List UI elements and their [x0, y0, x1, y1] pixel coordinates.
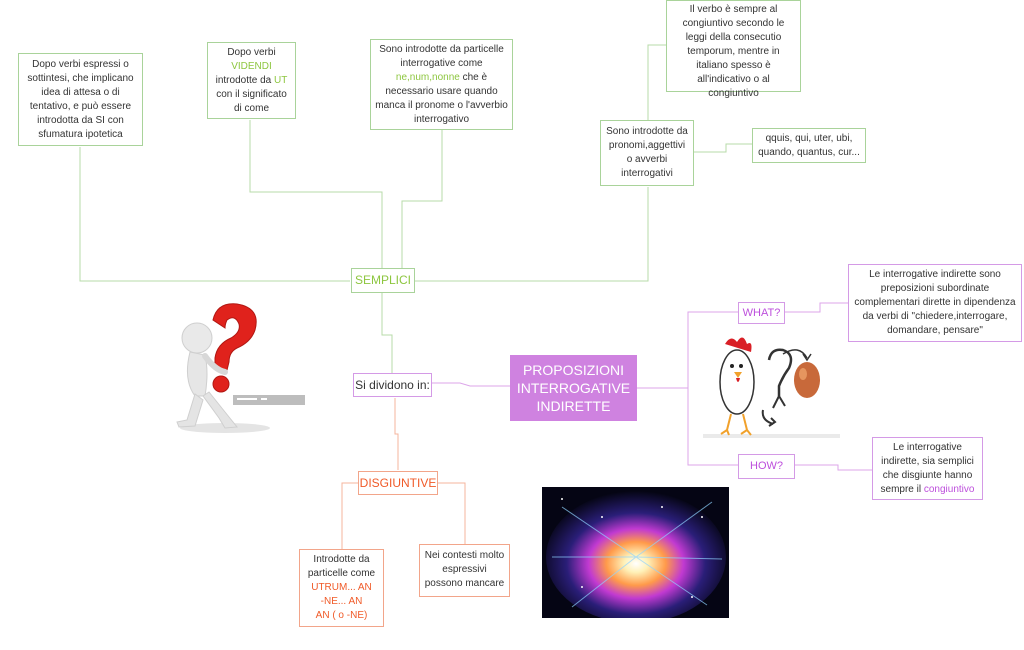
- what-node[interactable]: WHAT?: [738, 302, 785, 324]
- box-how-def-pre: Le interrogative indirette, sia semplici…: [880, 442, 974, 495]
- central-line-2: INTERROGATIVE: [516, 380, 631, 396]
- box-videndi-hl2: UT: [274, 75, 288, 86]
- box-videndi-pre: Dopo verbi: [227, 47, 276, 58]
- chicken-egg-image: [703, 337, 840, 438]
- box-what-def-text: Le interrogative indirette sono preposiz…: [854, 269, 1016, 336]
- how-label: HOW?: [750, 460, 783, 472]
- box-particelle[interactable]: Sono introdotte da particelle interrogat…: [370, 39, 513, 130]
- semplici-node[interactable]: SEMPLICI: [351, 268, 415, 293]
- box-contesti-text: Nei contesti molto espressivi possono ma…: [424, 550, 505, 589]
- box-dopo-verbi-espressi-text: Dopo verbi espressi o sottintesi, che im…: [27, 59, 134, 140]
- disgiuntive-label: DISGIUNTIVE: [359, 476, 437, 490]
- box-consecutio[interactable]: Il verbo è sempre al congiuntivo secondo…: [666, 0, 801, 99]
- box-particelle-pre: Sono introdotte da particelle interrogat…: [379, 44, 504, 69]
- disgiuntive-node[interactable]: DISGIUNTIVE: [358, 471, 438, 495]
- box-particelle-post: che è necessario usare quando manca il p…: [375, 72, 508, 125]
- si-dividono-node[interactable]: Si dividono in:: [353, 373, 432, 397]
- what-label: WHAT?: [742, 307, 781, 319]
- si-dividono-label: Si dividono in:: [355, 378, 430, 392]
- box-consecutio-text: Il verbo è sempre al congiuntivo secondo…: [682, 4, 785, 99]
- box-videndi-post: con il significato di come: [216, 89, 287, 114]
- box-contesti[interactable]: Nei contesti molto espressivi possono ma…: [419, 544, 510, 597]
- semplici-label: SEMPLICI: [354, 273, 411, 287]
- box-what-def[interactable]: Le interrogative indirette sono preposiz…: [848, 264, 1022, 342]
- question-man-image: [176, 303, 305, 433]
- box-utrum-pre: Introdotte da particelle come: [307, 554, 376, 579]
- central-topic[interactable]: PROPOSIZIONI INTERROGATIVE INDIRETTE: [510, 355, 637, 421]
- box-pronomi[interactable]: Sono introdotte da pronomi,aggettivi o a…: [600, 120, 694, 186]
- box-how-def-hl: congiuntivo: [923, 484, 975, 495]
- box-videndi-hl1: VIDENDI: [231, 61, 272, 72]
- box-quis-text: qquis, qui, uter, ubi, quando, quantus, …: [758, 133, 860, 158]
- box-utrum-l3: AN ( o -NE): [315, 610, 368, 621]
- box-utrum-l2: -NE... AN: [320, 596, 363, 607]
- box-pronomi-text: Sono introdotte da pronomi,aggettivi o a…: [606, 126, 688, 179]
- box-videndi-mid: introdotte da: [215, 75, 272, 86]
- box-how-def[interactable]: Le interrogative indirette, sia semplici…: [872, 437, 983, 500]
- how-node[interactable]: HOW?: [738, 454, 795, 479]
- box-particelle-hl: ne,num,nonne: [395, 72, 460, 83]
- box-utrum-l1: UTRUM... AN: [311, 582, 372, 593]
- galaxy-image: [542, 487, 729, 618]
- box-utrum[interactable]: Introdotte da particelle come UTRUM... A…: [299, 549, 384, 627]
- box-quis[interactable]: qquis, qui, uter, ubi, quando, quantus, …: [752, 128, 866, 163]
- box-dopo-verbi-espressi[interactable]: Dopo verbi espressi o sottintesi, che im…: [18, 53, 143, 146]
- central-line-1: PROPOSIZIONI: [522, 362, 625, 378]
- box-videndi[interactable]: Dopo verbi VIDENDI introdotte da UT con …: [207, 42, 296, 119]
- central-line-3: INDIRETTE: [536, 398, 611, 414]
